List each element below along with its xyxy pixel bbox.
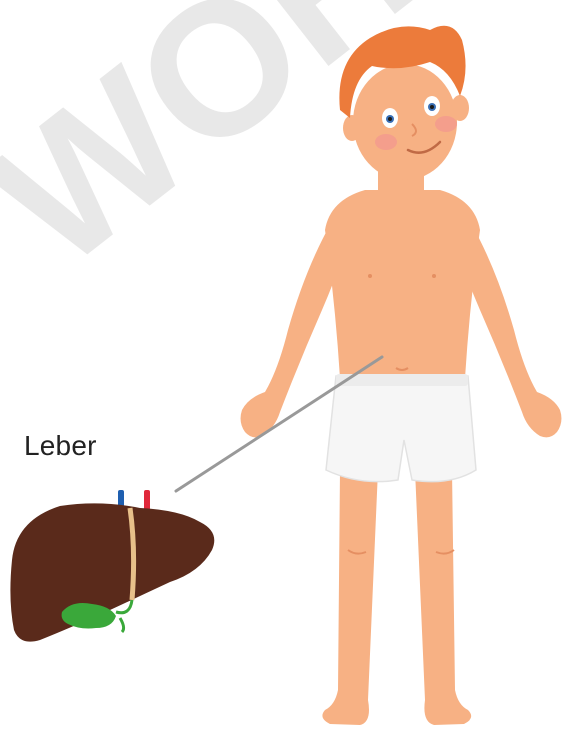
- torso: [325, 190, 480, 378]
- liver-icon: [10, 490, 214, 642]
- organ-label: Leber: [24, 430, 97, 462]
- left-leg: [322, 470, 378, 725]
- underwear: [326, 376, 476, 482]
- right-leg: [415, 470, 471, 725]
